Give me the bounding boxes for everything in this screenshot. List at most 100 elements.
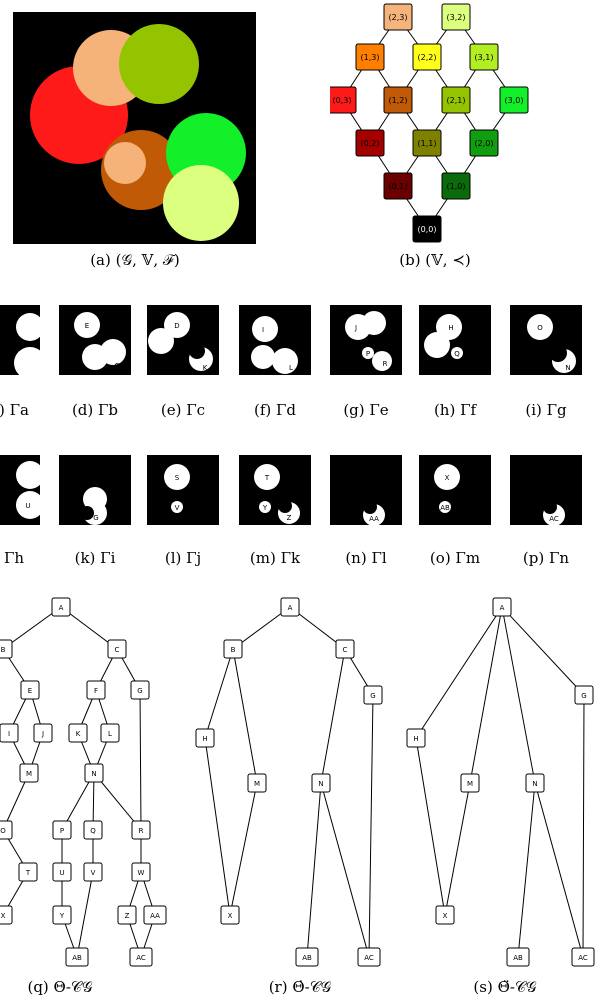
- tree-node-label: U: [59, 869, 64, 877]
- tree-node: [86, 680, 106, 700]
- tree-node: [131, 820, 151, 840]
- tree-node-label: N: [91, 770, 96, 778]
- tree-edge: [139, 689, 142, 831]
- mask-label: U: [25, 502, 30, 510]
- tree-edge: [204, 648, 234, 739]
- tree-node: [107, 639, 127, 659]
- tree-node-label: AB: [72, 954, 82, 962]
- tree-node-label: X: [1, 912, 6, 920]
- lattice-node-label: (1,3): [361, 53, 380, 62]
- tree-node-label: AA: [150, 912, 160, 920]
- tree-node: [51, 597, 71, 617]
- scene-circle-olive: [119, 24, 199, 104]
- lattice-node: [469, 43, 499, 71]
- lattice-node: [469, 129, 499, 157]
- tree-node-label: G: [581, 692, 586, 700]
- lattice-node-label: (2,1): [447, 96, 466, 105]
- mask-label: J: [354, 324, 357, 332]
- lattice-caption: (b) (𝕍, ≺): [399, 251, 471, 269]
- scene-circle-peach-small: [104, 142, 146, 184]
- lattice-node-label: (1,2): [389, 96, 408, 105]
- scene-circle-lime: [163, 165, 239, 241]
- tree-node: [0, 905, 13, 925]
- tree-node-label: W: [138, 869, 145, 877]
- tree-node-label: AC: [578, 954, 588, 962]
- tree-node: [83, 862, 103, 882]
- tree-node: [84, 763, 104, 783]
- tree-node: [130, 680, 150, 700]
- tree-node-label: O: [0, 827, 6, 835]
- gamma-row1-caption: (d) Γb: [71, 401, 119, 419]
- tree-node: [311, 773, 331, 793]
- gamma-row2-caption: (k) Γi: [74, 549, 116, 567]
- tree-edge: [204, 737, 231, 916]
- mask-label: I: [262, 326, 264, 334]
- mask-region: [254, 464, 280, 490]
- tree-edge: [469, 606, 503, 784]
- tree-node: [65, 947, 89, 967]
- gamma-row2-caption: (m) Γk: [249, 549, 301, 567]
- mask-region: [16, 461, 40, 489]
- mask-cutout: [549, 344, 567, 362]
- tree-node-label: Y: [59, 912, 65, 920]
- gamma-row1-mask: ON: [527, 314, 576, 373]
- tree-node: [33, 723, 53, 743]
- lattice-node: [412, 43, 442, 71]
- mask-region: [251, 345, 275, 369]
- tree-node-label: M: [254, 780, 260, 788]
- lattice-node-label: (1,1): [418, 139, 437, 148]
- tree-node: [52, 820, 72, 840]
- tree-edge: [415, 606, 503, 739]
- tree-node: [19, 763, 39, 783]
- mask-region: [362, 311, 386, 335]
- tree-node-label: L: [108, 730, 112, 738]
- lattice-node: [499, 86, 529, 114]
- tree-node: [100, 723, 120, 743]
- tree-edge: [534, 782, 584, 958]
- mask-cutout: [363, 500, 377, 514]
- lattice-node-label: (0,1): [389, 182, 408, 191]
- gamma-row2-mask: AA: [363, 500, 385, 525]
- tree-node-label: AC: [136, 954, 146, 962]
- lattice-node-label: (2,0): [475, 139, 494, 148]
- mask-label: S: [175, 474, 180, 482]
- gamma-row1-mask: JPR: [345, 311, 392, 371]
- tree-edge: [415, 737, 446, 916]
- mask-label: C: [115, 362, 120, 370]
- gamma-row1-caption: (h) Γf: [433, 401, 477, 419]
- gamma-row2-mask: XAB: [434, 464, 460, 513]
- mask-label: Z: [287, 514, 292, 522]
- mask-region: [74, 312, 100, 338]
- tree-edge: [501, 606, 536, 784]
- tree-node-label: A: [288, 604, 293, 612]
- tree-node: [52, 862, 72, 882]
- tree-node: [574, 685, 594, 705]
- scene-canvas: [30, 24, 246, 241]
- mask-region: [164, 312, 190, 338]
- gamma-row1-caption: (g) Γe: [343, 401, 389, 419]
- tree-node-label: N: [532, 780, 537, 788]
- mask-label: K: [203, 364, 208, 372]
- gamma-row2-caption: (n) Γl: [345, 549, 387, 567]
- mask-label: H: [448, 324, 453, 332]
- gamma-row2-mask: G: [80, 487, 107, 525]
- scene-panel: [13, 12, 256, 244]
- gamma-row2-caption: (o) Γm: [429, 549, 481, 567]
- gamma-row1-tile: F: [0, 305, 40, 375]
- mask-region: [164, 464, 190, 490]
- tree-node-label: Z: [125, 912, 130, 920]
- tree-node: [0, 723, 19, 743]
- tree-node-label: AB: [513, 954, 523, 962]
- tree-node: [492, 597, 512, 617]
- tree-node: [406, 728, 426, 748]
- gamma-row1-caption: (i) Γg: [525, 401, 567, 419]
- tree-node: [143, 905, 167, 925]
- mask-cutout: [278, 499, 292, 513]
- tree-node: [335, 639, 355, 659]
- lattice-node: [441, 172, 471, 200]
- tree-node: [0, 820, 13, 840]
